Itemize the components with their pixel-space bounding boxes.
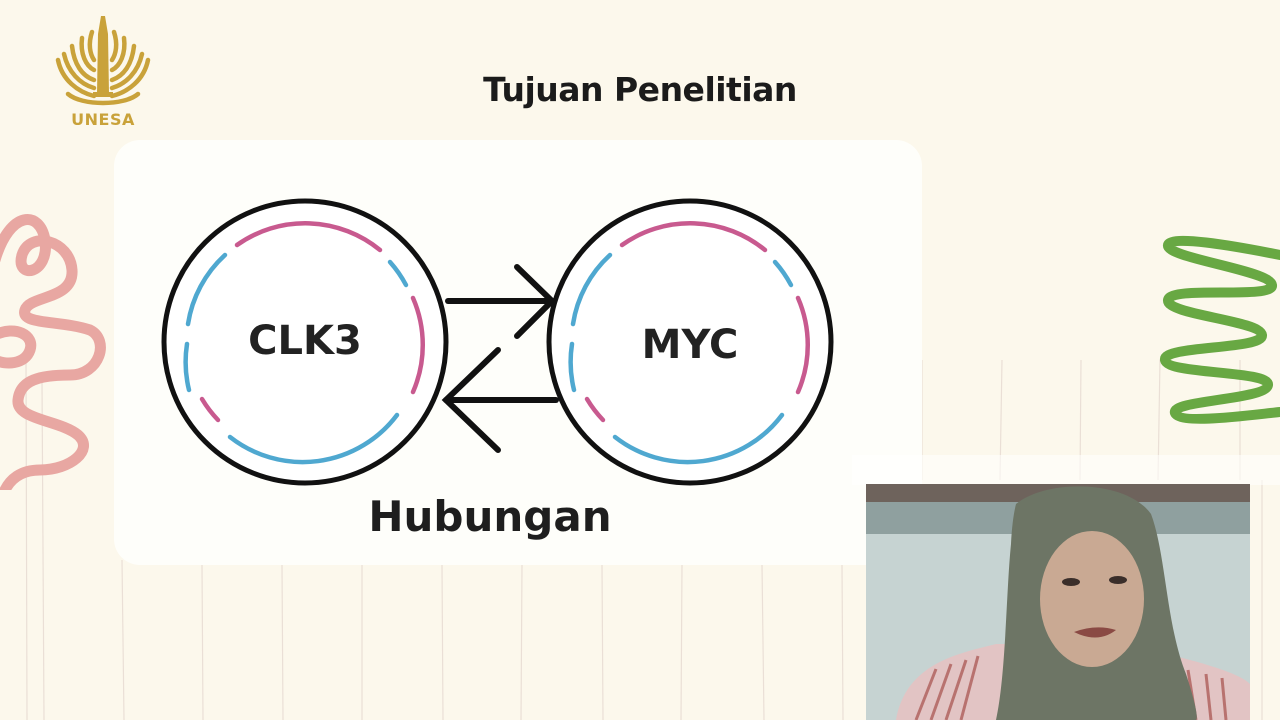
squiggle-decoration: [0, 214, 106, 490]
arrow-left-icon: [441, 347, 559, 453]
unesa-emblem-icon: [55, 16, 151, 106]
unesa-logo: UNESA: [48, 14, 158, 132]
circle-node-icon: [161, 198, 449, 486]
presenter-video-frame: [866, 484, 1250, 720]
circle-node-icon: [546, 198, 834, 486]
arrow-right-icon: [445, 264, 557, 339]
logo-text: UNESA: [71, 110, 135, 129]
diagram-caption: Hubungan: [368, 492, 612, 541]
slide-title: Tujuan Penelitian: [483, 70, 797, 109]
node-label-myc: MYC: [641, 322, 739, 368]
webcam-blur-band: [852, 455, 1280, 485]
node-label-clk3: CLK3: [248, 318, 362, 364]
presenter-webcam: [866, 484, 1250, 720]
zigzag-decoration: [1160, 235, 1280, 424]
